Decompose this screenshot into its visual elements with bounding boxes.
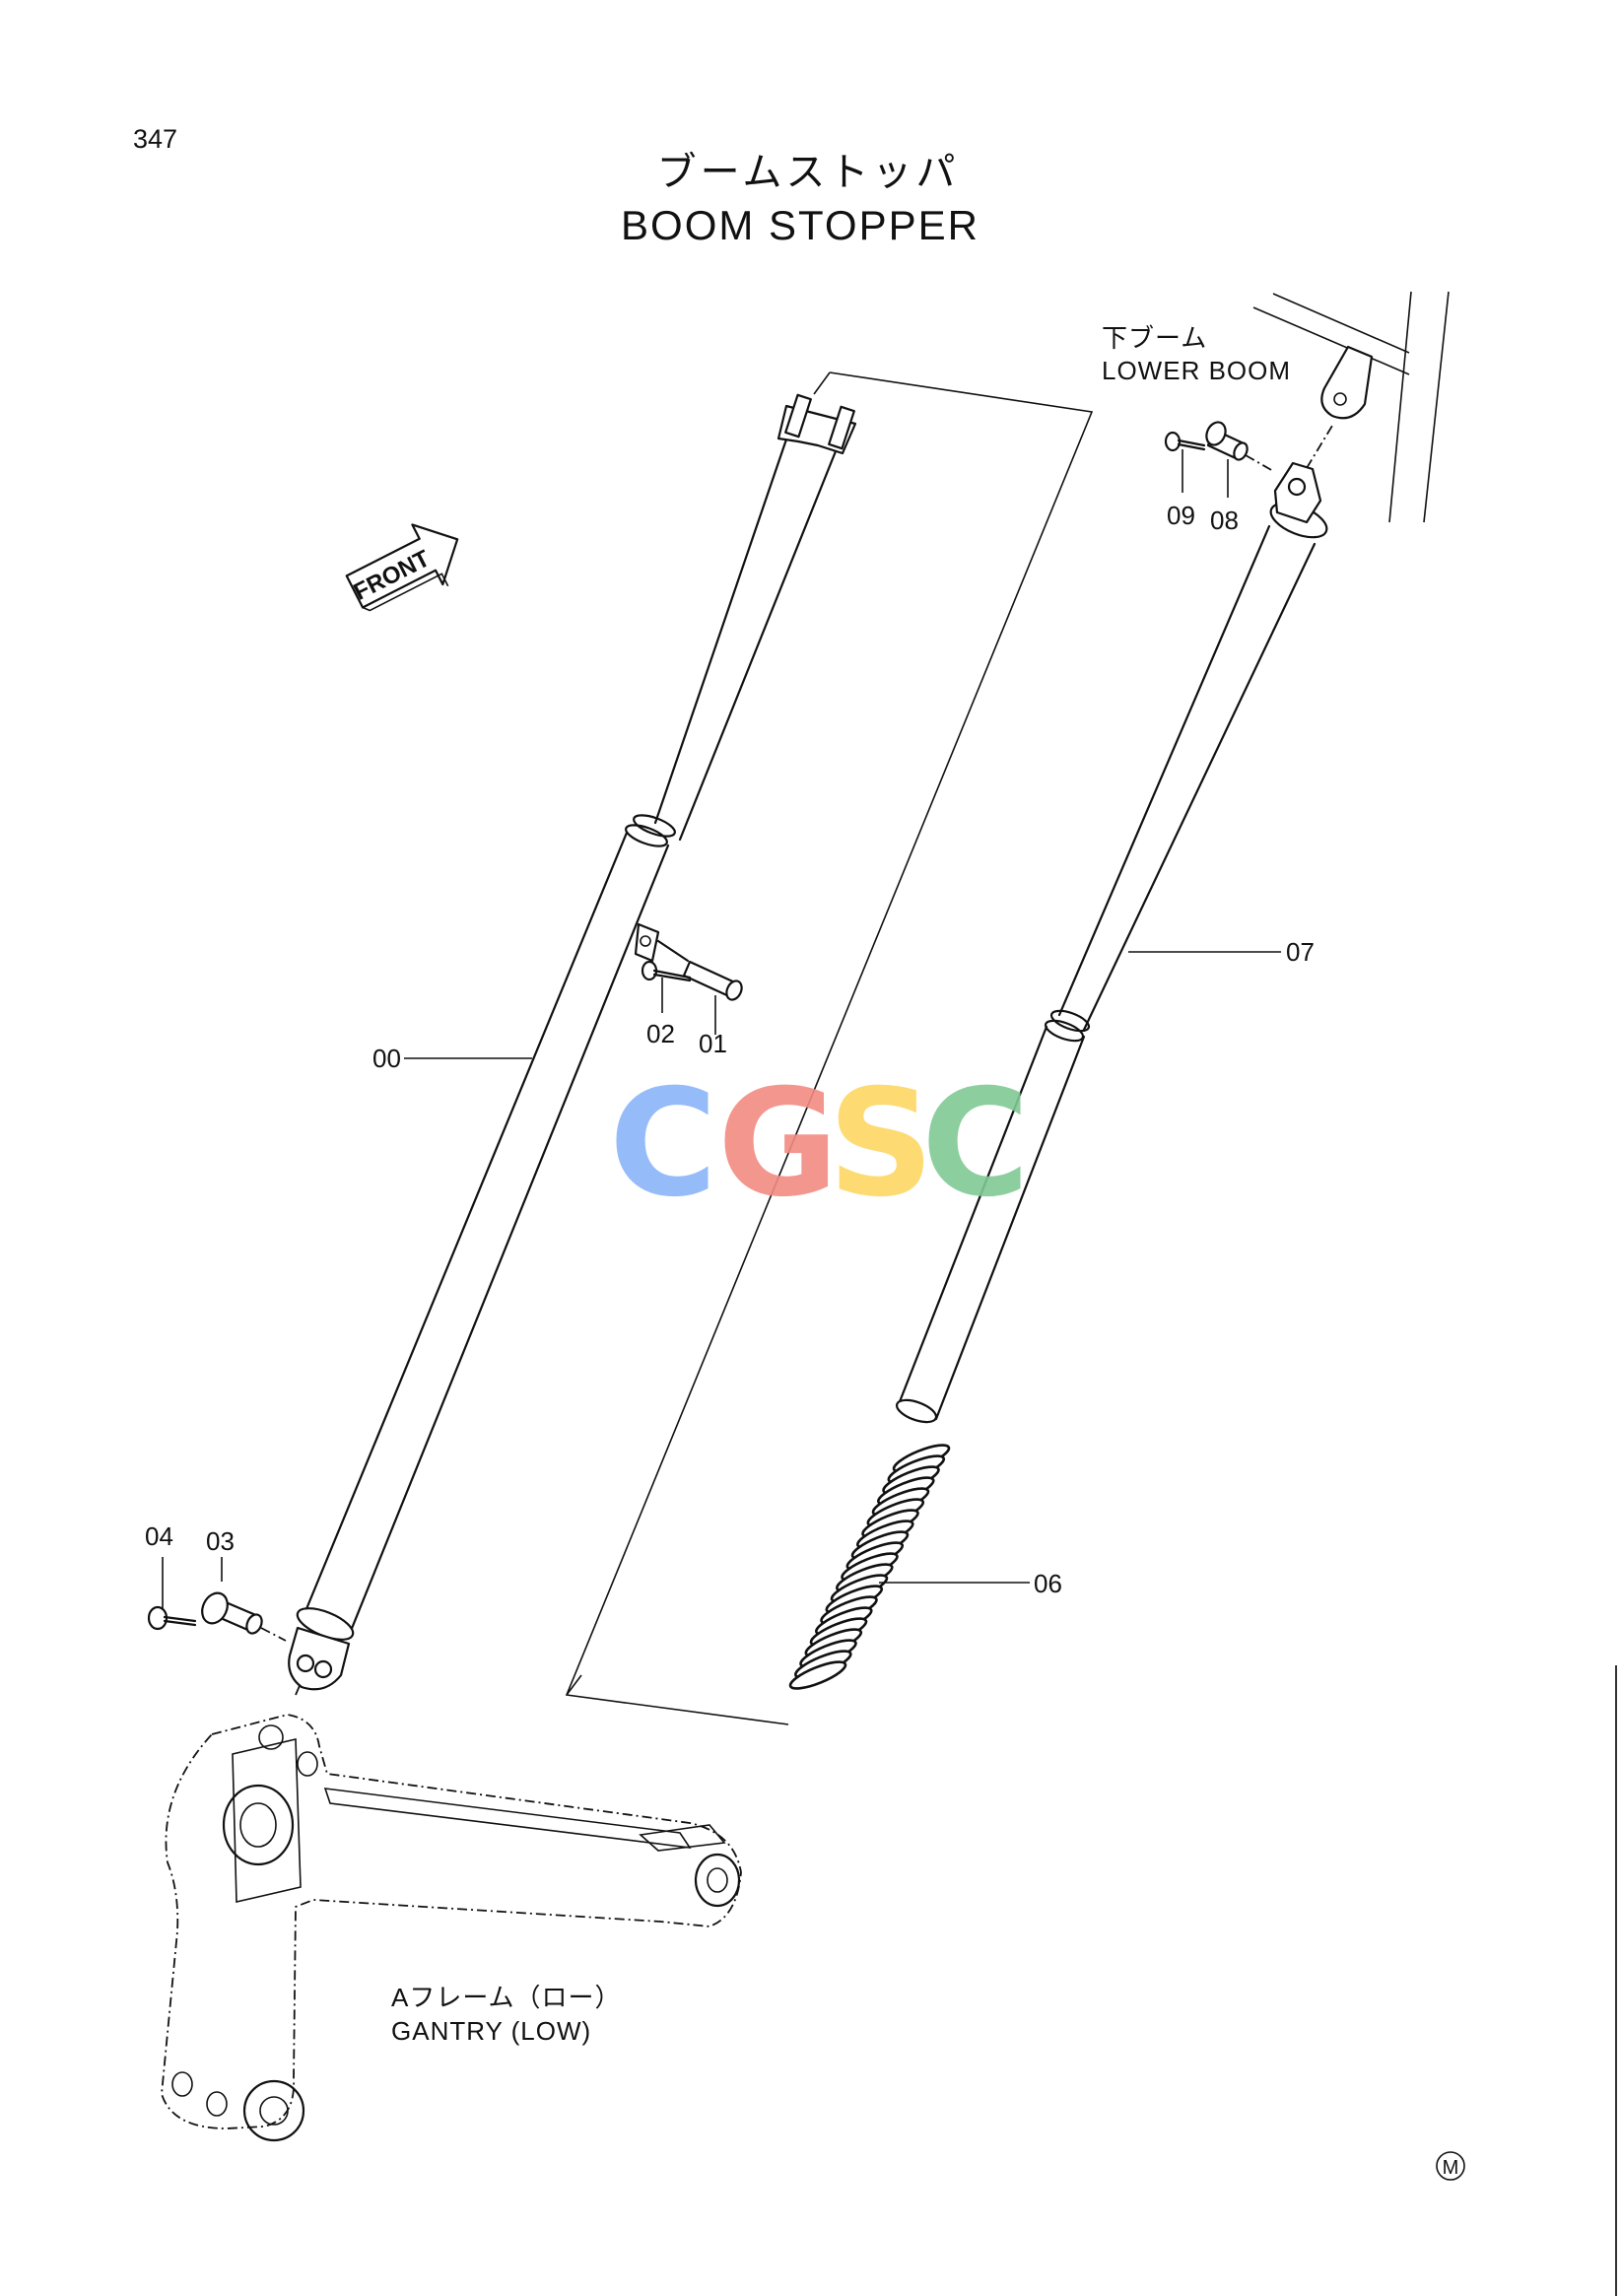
stopper-outer-rod: [288, 393, 857, 1691]
compression-spring-part-06: [788, 1444, 951, 1690]
page-number: 347: [133, 124, 177, 154]
title-japanese: ブームストッパ: [657, 150, 960, 195]
watermark-letter-s: S: [828, 1058, 934, 1230]
callout-02: 02: [646, 1019, 675, 1048]
callout-04: 04: [145, 1521, 173, 1551]
pin-part-08: [1205, 421, 1274, 498]
callout-09: 09: [1167, 501, 1195, 530]
gantry-label-en: GANTRY (LOW): [391, 2016, 591, 2046]
corner-mark-circled-m: M: [1436, 2151, 1465, 2181]
split-pin-part-09: [1164, 431, 1206, 493]
callout-leaders: [404, 951, 1281, 1584]
lower-boom: [1252, 291, 1450, 523]
watermark-letter-c1: C: [609, 1058, 717, 1230]
watermark-letter-c2: C: [921, 1058, 1030, 1230]
stopper-inner-rod: [895, 461, 1328, 1424]
lower-boom-label-jp: 下ブーム: [1102, 323, 1207, 353]
assembly-boundary-box: [565, 371, 1094, 1725]
callout-01: 01: [699, 1029, 727, 1058]
front-arrow-icon: FRONT: [345, 523, 459, 612]
svg-text:M: M: [1443, 2157, 1459, 2179]
split-pin-part-02: [641, 960, 692, 1013]
callout-06: 06: [1034, 1569, 1062, 1598]
gantry-a-frame: [161, 1714, 742, 2142]
gantry-label-jp: Aフレーム（ロー）: [391, 1983, 622, 2012]
pin-part-01: [656, 939, 743, 1035]
watermark-letter-g: G: [717, 1058, 839, 1230]
callout-08: 08: [1210, 506, 1239, 535]
connection-line-gantry: [295, 1659, 311, 1696]
spring-coil: [788, 1660, 847, 1690]
callout-07: 07: [1286, 937, 1315, 967]
callout-00: 00: [372, 1044, 401, 1073]
split-pin-part-04: [147, 1557, 197, 1631]
title-english: BOOM STOPPER: [621, 202, 979, 248]
callout-03: 03: [206, 1526, 235, 1556]
pin-part-03: [201, 1557, 287, 1642]
connection-line-lower-boom: [1306, 425, 1333, 469]
lower-boom-label-en: LOWER BOOM: [1102, 356, 1291, 385]
cgsc-watermark: C G S C: [609, 1058, 1030, 1230]
